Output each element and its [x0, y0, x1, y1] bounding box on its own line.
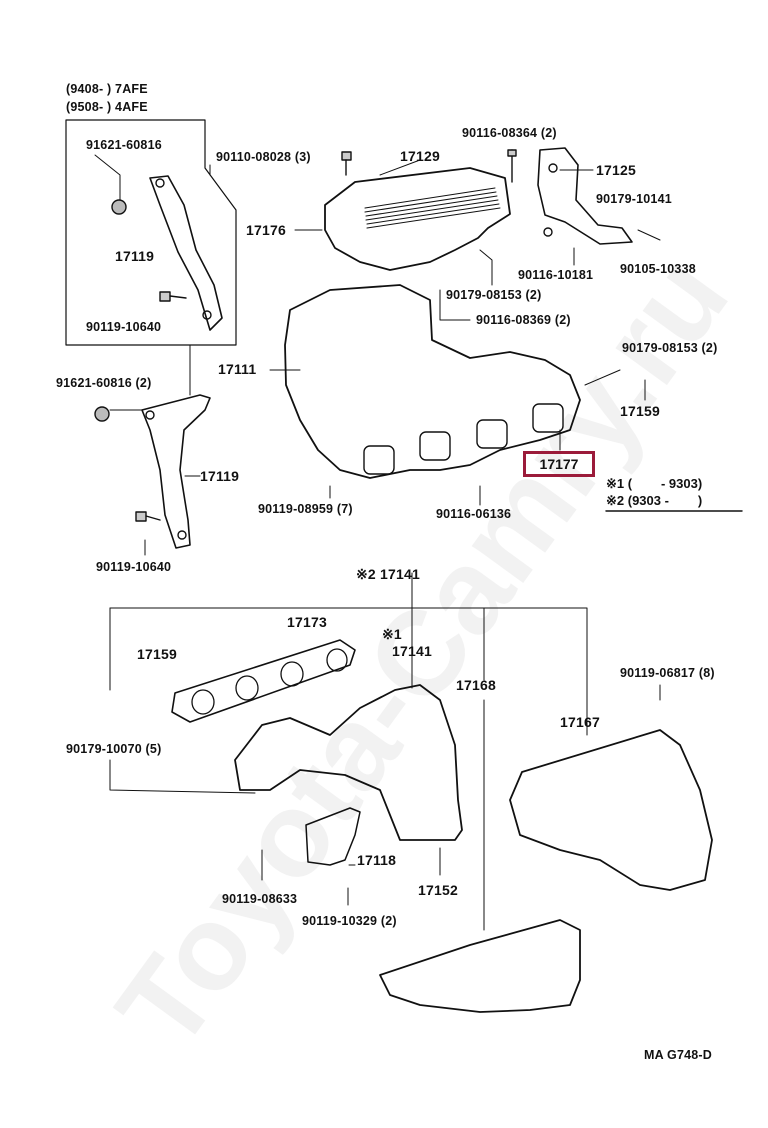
heat-insulator-17167: [509, 729, 713, 891]
part-label-17125[interactable]: 17125: [596, 162, 636, 178]
part-label-91621-60816-2[interactable]: 91621-60816 (2): [56, 376, 152, 390]
intake-manifold-17111: [284, 284, 581, 479]
part-label-90179-08153-a[interactable]: 90179-08153 (2): [446, 288, 542, 302]
stud-90116-08364: [507, 149, 517, 183]
diagram-code: MA G748-D: [644, 1048, 713, 1062]
part-label-90116-10181[interactable]: 90116-10181: [518, 268, 594, 282]
part-label-17119-upper[interactable]: 17119: [115, 248, 155, 264]
part-label-17173[interactable]: 17173: [287, 614, 327, 630]
part-label-90119-10640-upper[interactable]: 90119-10640: [86, 320, 162, 334]
bracket-17119-lower: [141, 394, 211, 549]
variant-line-7afe: (9408- ) 7AFE: [66, 82, 148, 96]
bracket-17119-upper: [149, 175, 223, 331]
part-label-90116-08369[interactable]: 90116-08369 (2): [476, 313, 571, 327]
part-label-90110-08028[interactable]: 90110-08028 (3): [216, 150, 311, 164]
part-label-90119-10329[interactable]: 90119-10329 (2): [302, 914, 397, 928]
part-label-17176[interactable]: 17176: [246, 222, 286, 238]
part-label-17141-top[interactable]: ※2 17141: [356, 566, 420, 582]
part-label-17168[interactable]: 17168: [456, 677, 496, 693]
part-label-17111[interactable]: 17111: [218, 361, 257, 377]
bolt-90119-10640-upper: [159, 291, 187, 302]
part-label-90179-10141[interactable]: 90179-10141: [596, 192, 672, 206]
variant-line-4afe: (9508- ) 4AFE: [66, 100, 148, 114]
b-marker-lower: [94, 406, 110, 422]
part-label-90119-08633[interactable]: 90119-08633: [222, 892, 298, 906]
part-label-17141-mid[interactable]: 17141: [392, 643, 432, 659]
b-marker-upper: [111, 199, 127, 215]
intake-gasket-ports: [363, 403, 564, 475]
part-label-17129[interactable]: 17129: [400, 148, 440, 164]
variant-frame: [65, 119, 237, 346]
highlighted-part-17177[interactable]: 17177: [523, 451, 595, 477]
part-label-90116-08364[interactable]: 90116-08364 (2): [462, 126, 557, 140]
part-label-17152[interactable]: 17152: [418, 882, 458, 898]
part-label-90119-08959[interactable]: 90119-08959 (7): [258, 502, 353, 516]
part-label-17159-lower[interactable]: 17159: [137, 646, 177, 662]
part-mark-1: ※1: [382, 626, 402, 642]
part-label-17118[interactable]: 17118: [357, 852, 397, 868]
part-label-90105-10338[interactable]: 90105-10338: [620, 262, 696, 276]
part-label-17167[interactable]: 17167: [560, 714, 600, 730]
part-label-17159-upper[interactable]: 17159: [620, 403, 660, 419]
exhaust-gasket-17173: [171, 639, 356, 723]
intake-plenum-17129: [324, 167, 511, 271]
legend-note-2: ※2 (9303 - ): [606, 493, 703, 508]
legend-note-1: ※1 ( - 9303): [606, 476, 703, 491]
part-label-17119-lower[interactable]: 17119: [200, 468, 240, 484]
part-label-90119-10640-lower[interactable]: 90119-10640: [96, 560, 172, 574]
bracket-17118: [305, 807, 361, 866]
bolt-90110: [341, 151, 352, 176]
highlighted-part-label: 17177: [539, 456, 579, 472]
bolt-90119-10640-lower: [135, 511, 161, 522]
exhaust-manifold-17141: [234, 684, 463, 841]
part-label-91621-60816[interactable]: 91621-60816: [86, 138, 162, 152]
heat-insulator-17168: [379, 919, 581, 1013]
part-label-90116-06136[interactable]: 90116-06136: [436, 507, 512, 521]
part-label-90179-10070[interactable]: 90179-10070 (5): [66, 742, 162, 756]
part-label-90119-06817[interactable]: 90119-06817 (8): [620, 666, 715, 680]
part-label-90179-08153-b[interactable]: 90179-08153 (2): [622, 341, 718, 355]
bracket-17125: [537, 147, 633, 245]
